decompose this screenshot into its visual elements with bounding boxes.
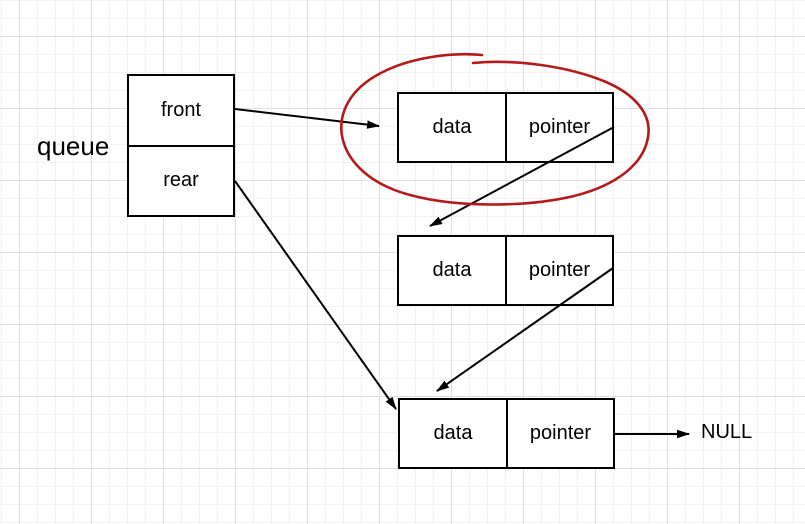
node3-pointer-label: pointer <box>529 422 592 444</box>
queue-label: queue <box>37 131 110 161</box>
front-cell[interactable]: front <box>129 76 233 145</box>
list-node-1[interactable]: data pointer <box>397 92 614 163</box>
node2-data-label: data <box>432 259 472 281</box>
arrow-front-to-node1[interactable] <box>234 108 380 129</box>
node3-data-cell: data <box>400 400 506 467</box>
queue-struct-box[interactable]: front rear <box>127 74 235 217</box>
node2-pointer-cell: pointer <box>505 237 612 304</box>
node1-pointer-label: pointer <box>528 116 591 138</box>
node2-pointer-label: pointer <box>528 259 591 281</box>
node3-data-label: data <box>433 422 473 444</box>
rear-cell[interactable]: rear <box>129 144 233 216</box>
null-label: NULL <box>701 421 753 443</box>
arrow-rear-to-node3[interactable] <box>234 180 397 410</box>
front-label: front <box>160 98 202 121</box>
node1-pointer-cell: pointer <box>505 94 612 161</box>
node2-data-cell: data <box>399 237 505 304</box>
rear-label: rear <box>163 169 199 192</box>
list-node-3[interactable]: data pointer <box>398 398 615 469</box>
node3-pointer-cell: pointer <box>506 400 613 467</box>
list-node-2[interactable]: data pointer <box>397 235 614 306</box>
node1-data-cell: data <box>399 94 505 161</box>
node1-data-label: data <box>432 116 472 138</box>
